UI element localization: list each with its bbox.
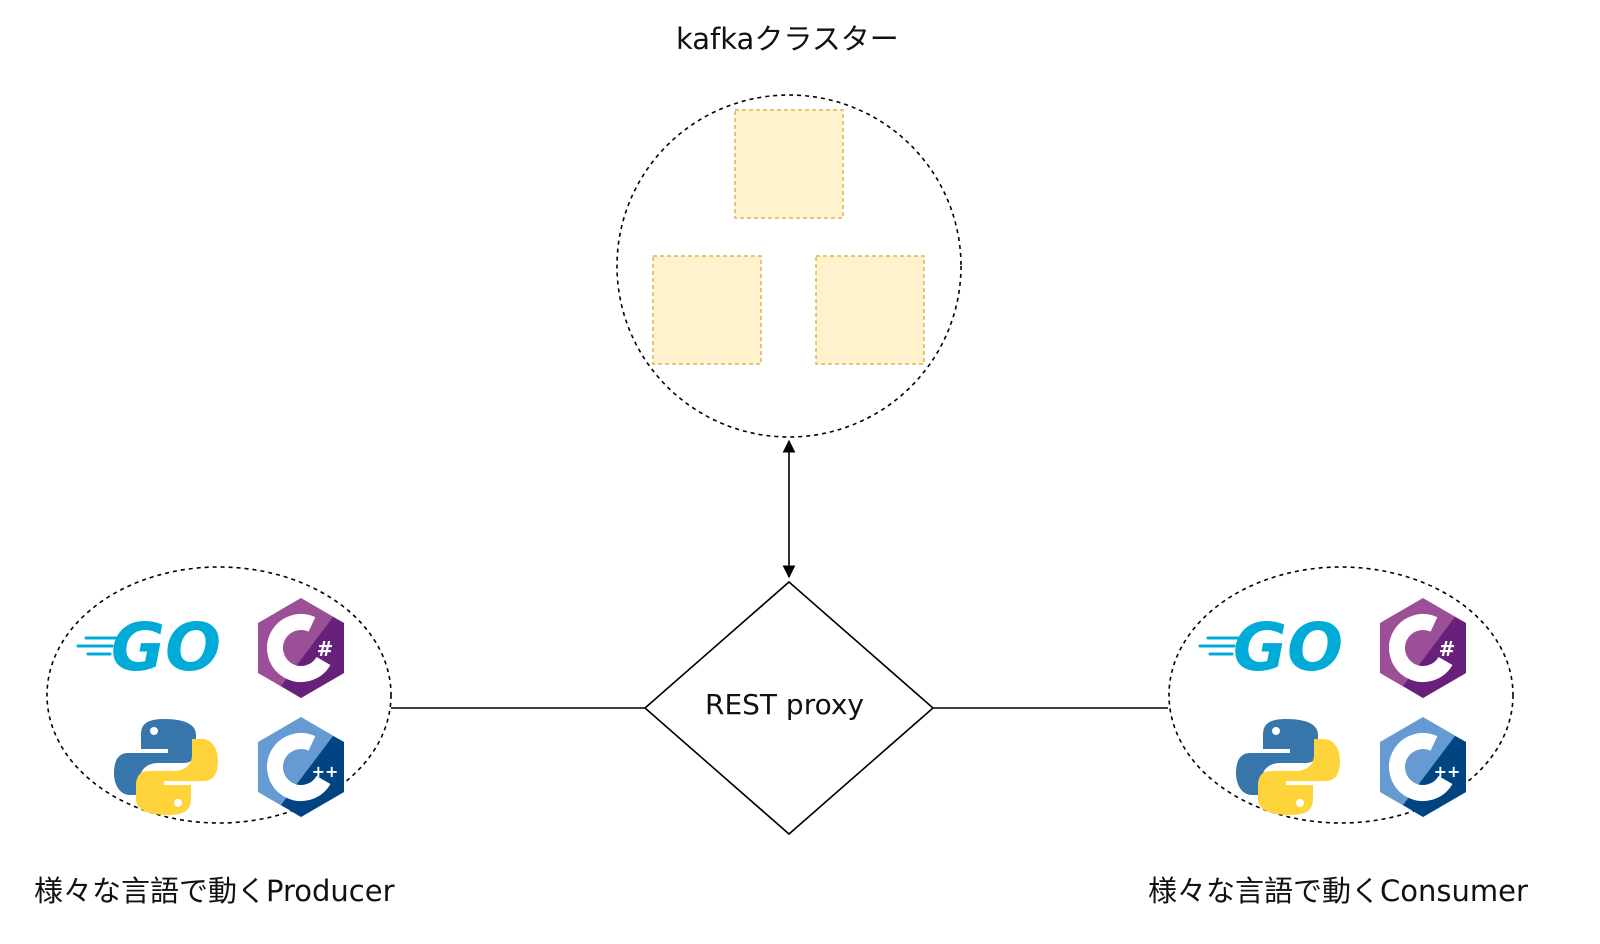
cpp-icon: [1380, 717, 1466, 817]
broker-1: [734, 109, 844, 219]
python-icon: [1236, 719, 1340, 815]
broker-3: [815, 255, 925, 365]
kafka-cluster-label: kafkaクラスター: [676, 22, 899, 56]
rest-proxy-label: REST proxy: [705, 688, 865, 721]
kafka-cluster-boundary: [616, 94, 962, 438]
producer-label: 様々な言語で動くProducer: [34, 874, 395, 908]
csharp-icon: [1380, 598, 1466, 698]
broker-2: [652, 255, 762, 365]
cpp-icon: [258, 717, 344, 817]
csharp-icon: [258, 598, 344, 698]
go-icon: [76, 607, 223, 688]
rest-proxy-node: [643, 580, 935, 836]
go-icon: [1198, 607, 1345, 688]
consumer-group-boundary: [1168, 566, 1514, 824]
producer-group-boundary: [46, 566, 392, 824]
python-icon: [114, 719, 218, 815]
consumer-label: 様々な言語で動くConsumer: [1148, 874, 1528, 908]
